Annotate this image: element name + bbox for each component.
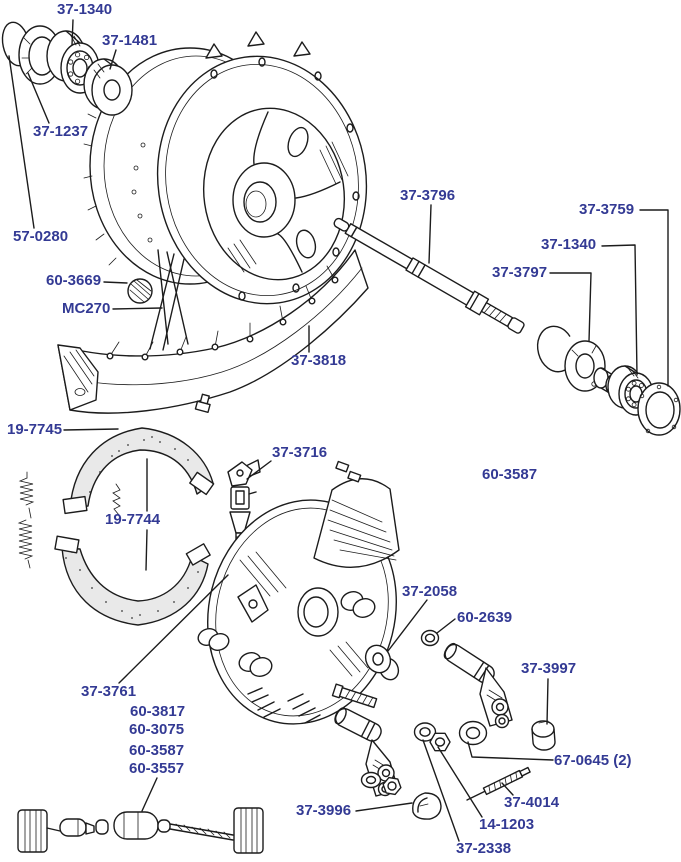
- fulcrum-pin-illustration: [364, 644, 400, 681]
- brake-adjuster-illustration: [227, 459, 261, 558]
- part-label-60-3587-stack: 60-3587: [129, 742, 185, 759]
- part-label-19-7744: 19-7744: [105, 511, 161, 528]
- part-label-37-1481: 37-1481: [102, 32, 158, 49]
- part-label-37-1340-top: 37-1340: [57, 1, 113, 18]
- brake-shoe-lower-illustration: [54, 535, 211, 626]
- part-label-60-3075: 60-3075: [129, 721, 185, 738]
- felt-washer-illustration: [83, 58, 133, 116]
- part-label-37-1340-right: 37-1340: [541, 236, 597, 253]
- cam-spindle-nut-illustration: [531, 720, 556, 751]
- part-label-60-3669: 60-3669: [46, 272, 102, 289]
- spokes-illustration: [106, 249, 339, 361]
- part-label-19-7745: 19-7745: [7, 421, 63, 438]
- adjuster-cap-illustration: [412, 792, 442, 820]
- part-label-37-1237: 37-1237: [33, 123, 89, 140]
- part-label-37-3818: 37-3818: [291, 352, 347, 369]
- hub-plug-illustration: [127, 278, 153, 304]
- bearing-circlip-illustration: [536, 325, 576, 373]
- spoke-nipple-illustration: [194, 393, 211, 414]
- brake-shoe-upper-illustration: [62, 427, 215, 516]
- part-label-14-1203: 14-1203: [479, 816, 535, 833]
- part-label-37-3759: 37-3759: [579, 201, 635, 218]
- adjuster-ring-illustration: [420, 629, 440, 647]
- front-hub-illustration: [83, 31, 368, 305]
- brake-cam-lever-upper-illustration: [443, 642, 513, 729]
- part-label-37-3796: 37-3796: [400, 187, 456, 204]
- lock-nut-illustration: [429, 732, 451, 752]
- part-label-37-3997: 37-3997: [521, 660, 577, 677]
- part-label-60-3587-right: 60-3587: [482, 466, 538, 483]
- part-label-37-3761: 37-3761: [81, 683, 137, 700]
- lock-washer-illustration: [413, 722, 437, 742]
- part-label-37-2058: 37-2058: [402, 583, 458, 600]
- part-label-mc270: MC270: [62, 300, 111, 317]
- part-label-37-4014: 37-4014: [504, 794, 560, 811]
- part-label-57-0280: 57-0280: [13, 228, 69, 245]
- part-label-37-2338: 37-2338: [456, 840, 512, 857]
- tab-washer-and-nut-illustration: [360, 771, 402, 796]
- plain-washer-illustration: [458, 720, 488, 746]
- part-label-60-3817: 60-3817: [130, 703, 186, 720]
- air-scoop-illustration: [313, 478, 400, 568]
- bearing-lock-ring-illustration: [637, 382, 681, 436]
- part-label-37-3996: 37-3996: [296, 802, 352, 819]
- front-axle-illustration: [333, 217, 525, 334]
- part-label-67-0645: 67-0645 (2): [554, 752, 632, 769]
- part-label-60-3557: 60-3557: [129, 760, 185, 777]
- part-label-37-3797: 37-3797: [492, 264, 548, 281]
- brake-cable-illustration: [17, 807, 264, 854]
- shoe-return-springs-illustration: [17, 471, 35, 569]
- threaded-pin-illustration: [331, 683, 378, 709]
- part-label-37-3716: 37-3716: [272, 444, 328, 461]
- wheel-bearing-illustration-left: [46, 30, 100, 94]
- wheel-rim-section-illustration: [57, 249, 369, 414]
- part-label-60-2639: 60-2639: [457, 609, 513, 626]
- brake-anchor-plate-illustration: [197, 460, 400, 725]
- leader-lines: [8, 19, 669, 842]
